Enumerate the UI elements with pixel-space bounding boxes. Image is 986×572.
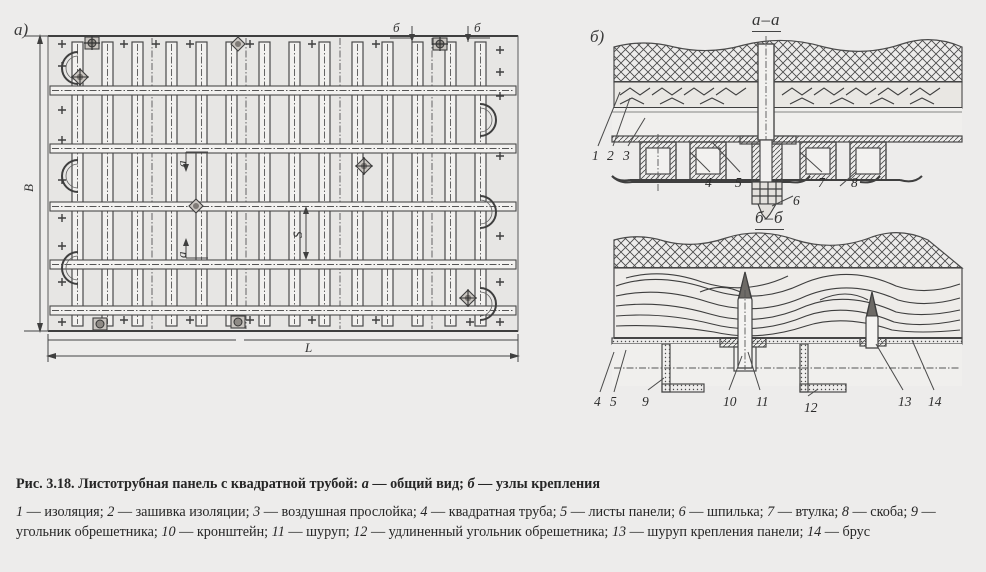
square-tube-section-group: [639, 134, 887, 192]
horizontal-batten-group: [49, 85, 517, 316]
legend-number: 9: [910, 504, 918, 520]
square-tube-group: [71, 41, 487, 327]
section-bb-drawing: 4 5 9 10 11 12 13 14: [594, 232, 964, 415]
legend-text: — угольник обрешетника;: [16, 504, 936, 540]
svg-text:4: 4: [594, 394, 601, 409]
panel-a-plan-view: а а б б: [21, 20, 520, 362]
weld-cross-marks: [58, 40, 504, 326]
figure-caption-title: Рис. 3.18. Листотрубная панель с квадрат…: [16, 476, 601, 492]
svg-text:2: 2: [607, 148, 614, 163]
legend-text: — листы панели;: [567, 504, 679, 520]
legend-text: — втулка;: [774, 504, 842, 520]
figure-drawing: а а б б: [21, 20, 964, 415]
svg-text:14: 14: [928, 394, 942, 409]
section-marker-a-lower: [183, 238, 208, 259]
legend-number: 5: [560, 504, 568, 520]
svg-text:12: 12: [804, 400, 818, 415]
legend-text: — скоба;: [849, 504, 911, 520]
legend-text: — квадратная труба;: [427, 504, 561, 520]
legend-number: 10: [161, 524, 176, 540]
legend-text: — воздушная прослойка;: [260, 504, 421, 520]
legend-text: — шпилька;: [685, 504, 768, 520]
section-aa-drawing: 1 2 3 4 5 6 7 8: [592, 36, 963, 220]
legend-number: 11: [271, 524, 285, 540]
legend-text: — удлиненный угольник обрешетника;: [367, 524, 612, 540]
panel-screw-13: [859, 291, 887, 349]
dimension-length-label: L: [304, 340, 312, 355]
svg-text:9: 9: [642, 394, 649, 409]
panel-a-label: a): [14, 20, 29, 39]
section-marker-a-label-top: а: [174, 160, 189, 167]
u-bend-right-group: [479, 103, 497, 321]
panel-b-label: б): [590, 27, 605, 46]
svg-text:8: 8: [851, 175, 858, 190]
section-marker-b-left: б: [390, 20, 415, 42]
figure-area: a): [14, 10, 964, 415]
svg-text:7: 7: [818, 175, 826, 190]
legend-text: — шуруп крепления панели;: [626, 524, 808, 540]
svg-text:1: 1: [592, 148, 599, 163]
bracket-10-screw-11: [719, 271, 767, 372]
legend-number: 14: [807, 524, 822, 540]
legend-number: 13: [611, 524, 627, 540]
legend-number: 1: [16, 504, 24, 520]
caption-area: Рис. 3.18. Листотрубная панель с квадрат…: [0, 458, 986, 572]
legend-number: 2: [107, 504, 115, 520]
section-aa-title: а–а: [752, 10, 781, 32]
svg-text:13: 13: [898, 394, 912, 409]
legend-text: — кронштейн;: [175, 524, 272, 540]
section-marker-b-label-right: б: [474, 20, 481, 35]
section-marker-b-right: б: [465, 20, 490, 42]
legend-text: — шуруп;: [284, 524, 354, 540]
legend-number: 6: [678, 504, 686, 520]
section-marker-a-upper: [183, 151, 208, 172]
dimension-s-label: S: [290, 231, 305, 238]
section-bb-title: б–б: [755, 208, 784, 230]
svg-text:10: 10: [723, 394, 737, 409]
legend-text: — брус: [821, 524, 871, 540]
svg-text:3: 3: [622, 148, 630, 163]
svg-text:5: 5: [735, 175, 742, 190]
callout-leaders-aa: [597, 91, 857, 207]
stud-and-sleeve-group: [739, 36, 797, 220]
legend-number: 12: [353, 524, 368, 540]
legend-number: 7: [767, 504, 775, 520]
angle-bracket-12: [799, 343, 847, 393]
legend-text: — изоляция;: [23, 504, 108, 520]
dimension-length: [46, 334, 520, 362]
callout-numbers-bb: 4 5 9 10 11 12 13 14: [594, 394, 942, 415]
section-marker-b-label-left: б: [393, 20, 400, 35]
legend-number: 3: [253, 504, 261, 520]
dimension-height: [24, 34, 48, 333]
legend-number: 4: [420, 504, 428, 520]
svg-text:11: 11: [756, 394, 769, 409]
section-marker-a-label-bottom: а: [174, 251, 189, 258]
callout-numbers-aa: 1 2 3 4 5 6 7 8: [592, 148, 858, 208]
callout-leaders-bb: [599, 339, 935, 397]
figure-caption-legend: 1 — изоляция; 2 — зашивка изоляции; 3 — …: [16, 502, 971, 542]
dimension-height-label: В: [21, 184, 36, 192]
dimension-s: [303, 206, 309, 260]
svg-text:5: 5: [610, 394, 617, 409]
legend-text: — зашивка изоляции;: [114, 504, 254, 520]
angle-bracket-9: [661, 343, 705, 393]
legend-number: 8: [841, 504, 849, 520]
fixing-node-group: [71, 36, 477, 331]
svg-text:4: 4: [705, 175, 712, 190]
svg-text:6: 6: [793, 193, 800, 208]
